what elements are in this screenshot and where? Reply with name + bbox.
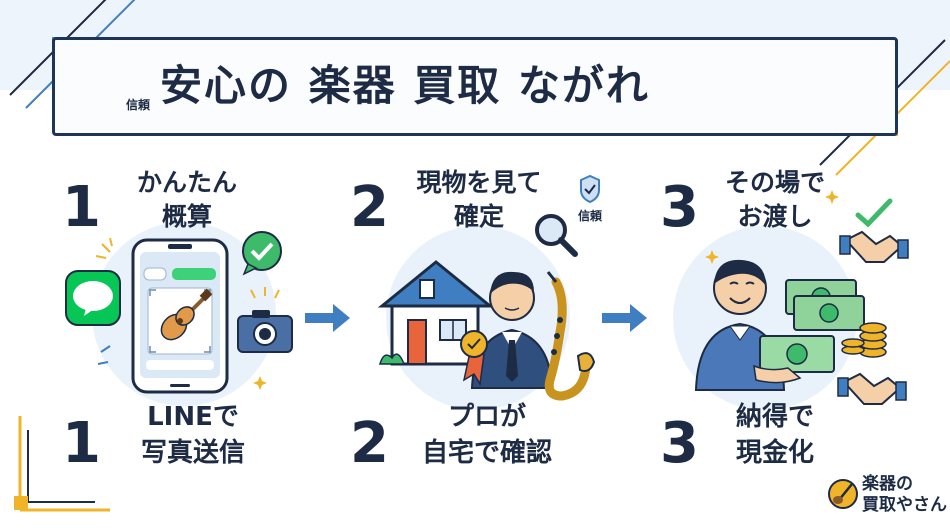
title-banner [52, 37, 898, 136]
step3-caption-line2: 現金化 [735, 438, 814, 468]
step3-number-top: 3 [660, 175, 699, 240]
step2-trust-label: 信頼 [577, 209, 602, 223]
step1-caption-line1: LINEで [147, 402, 239, 432]
step2-number-bottom: 2 [350, 411, 389, 476]
step2-caption-line2: 自宅で確認 [421, 438, 552, 468]
coins-icon [841, 322, 887, 358]
corner-frame-bottom-left [14, 416, 110, 512]
guitar-icon [160, 288, 213, 341]
camera-icon [237, 287, 293, 353]
logo-line2: 買取やさん [862, 495, 947, 515]
step3-heading-line2: お渡し [737, 202, 813, 231]
shield-icon [580, 174, 600, 204]
arrow-icon [305, 304, 350, 332]
logo-guitar-icon [828, 479, 858, 509]
arrow-icon [602, 304, 647, 332]
step1-number-top: 1 [62, 175, 101, 240]
sparkle-group-3 [705, 190, 839, 264]
house-icon [377, 260, 495, 366]
line-app-icon [65, 270, 121, 326]
step2-heading-line2: 確定 [453, 202, 504, 231]
step2-caption-line1: プロが [447, 402, 526, 432]
step1-heading-line2: 概算 [161, 202, 212, 231]
cash-icon [753, 279, 865, 384]
handshake-icon [837, 372, 907, 405]
check-icon [855, 198, 893, 228]
logo-line1: 楽器の [862, 474, 913, 494]
trust-label: 信頼 [125, 98, 150, 112]
step2-heading-line1: 現物を見て [416, 168, 542, 197]
step3-caption-line1: 納得で [735, 402, 814, 432]
step3-number-bottom: 3 [660, 411, 699, 476]
line-app-label: LINE [74, 289, 112, 307]
handshake-icon [839, 230, 909, 263]
check-bubble-icon [242, 231, 282, 276]
step3-heading-line1: その場で [724, 168, 825, 197]
appraiser-icon [470, 271, 554, 389]
page-title: 安心の 楽器 買取 ながれ [160, 61, 650, 110]
badge-icon [460, 330, 488, 387]
step2-number-top: 2 [350, 175, 389, 240]
step1-caption-line2: 写真送信 [140, 438, 245, 468]
saxophone-icon [544, 271, 596, 401]
sparkle-group-1 [95, 237, 267, 390]
step1-number-bottom: 1 [62, 411, 101, 476]
step1-heading-line1: かんたん [136, 168, 237, 197]
magnifier-icon [535, 214, 578, 257]
